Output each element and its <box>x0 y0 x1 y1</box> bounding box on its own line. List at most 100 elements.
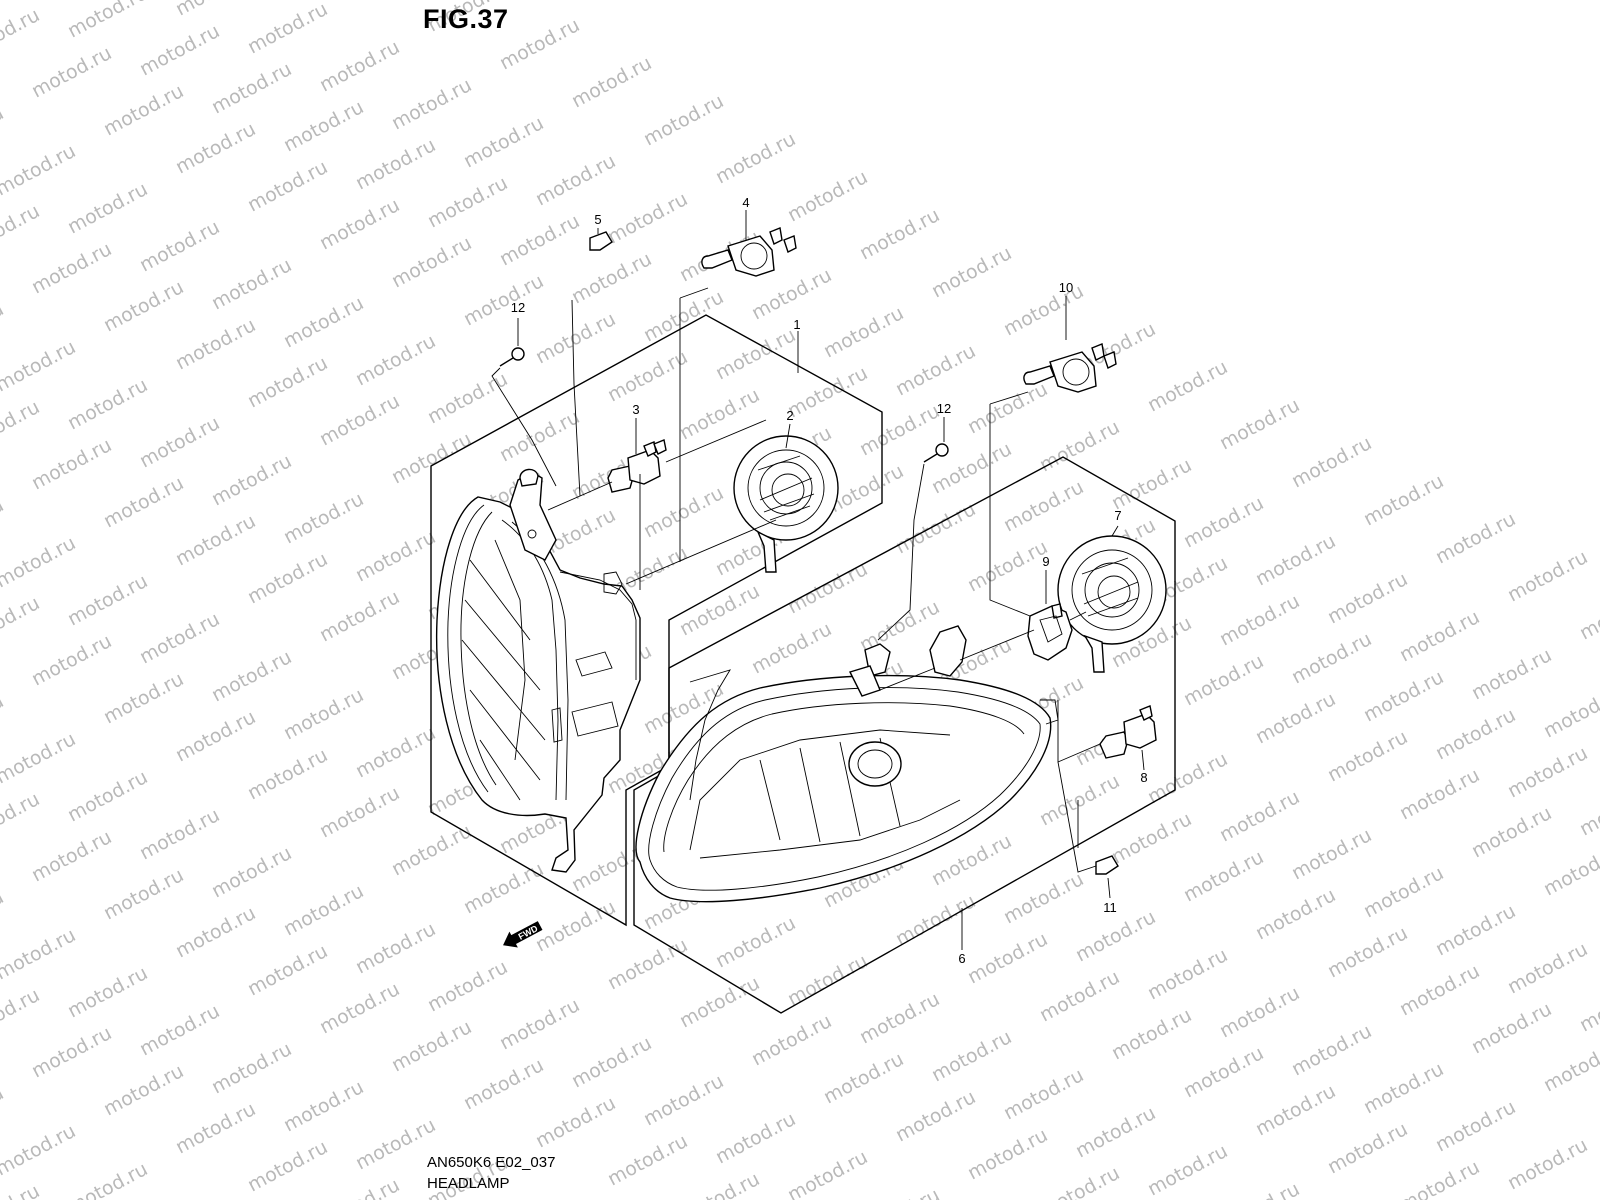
watermark-text: motod.ru <box>712 324 799 384</box>
callout-1: 1 <box>793 317 800 332</box>
watermark-text: motod.ru <box>1396 960 1483 1020</box>
watermark-text: motod.ru <box>316 36 403 96</box>
watermark-text: motod.ru <box>532 150 619 210</box>
watermark-text: motod.ru <box>964 378 1051 438</box>
watermark-text: motod.ru <box>604 188 691 248</box>
watermark-text: motod.ru <box>172 314 259 374</box>
callout-3: 3 <box>632 402 639 417</box>
watermark-text: motod.ru <box>136 804 223 864</box>
callout-12-right: 12 <box>937 401 951 416</box>
watermark-text: motod.ru <box>280 684 367 744</box>
watermark-text: motod.ru <box>676 1168 763 1200</box>
watermark-text: motod.ru <box>856 596 943 656</box>
watermark-text: motod.ru <box>316 782 403 842</box>
watermark-text: motod.ru <box>0 4 43 64</box>
watermark-text: motod.ru <box>892 1086 979 1146</box>
watermark-text: motod.ru <box>0 140 79 200</box>
watermark-text: motod.ru <box>64 1158 151 1200</box>
watermark-text: motod.ru <box>172 902 259 962</box>
watermark-text: motod.ru <box>1108 1004 1195 1064</box>
watermark-text: motod.ru <box>1216 590 1303 650</box>
watermark-text: motod.ru <box>1036 1162 1123 1200</box>
watermark-text: motod.ru <box>676 580 763 640</box>
screw-12-right <box>923 443 949 463</box>
watermark-text: motod.ru <box>856 988 943 1048</box>
watermark-text: motod.ru <box>460 112 547 172</box>
watermark-text: motod.ru <box>0 984 43 1044</box>
watermark-text: motod.ru <box>640 482 727 542</box>
watermark-text: motod.ru <box>676 972 763 1032</box>
watermark-text: motod.ru <box>244 1136 331 1196</box>
callout-11: 11 <box>1103 900 1117 915</box>
watermark-text: motod.ru <box>1360 470 1447 530</box>
watermark-text: motod.ru <box>1252 884 1339 944</box>
watermark-text: motod.ru <box>64 178 151 238</box>
watermark-text: motod.ru <box>748 618 835 678</box>
callout-labels: 1 2 3 4 5 6 7 9 8 10 11 12 12 <box>511 195 1148 966</box>
watermark-text: motod.ru <box>1144 944 1231 1004</box>
watermark-text: motod.ru <box>316 194 403 254</box>
watermark-text: motod.ru <box>784 362 871 422</box>
rubber-cover-7 <box>1057 535 1167 673</box>
watermark-text: motod.ru <box>1432 704 1519 764</box>
watermark-text: motod.ru <box>352 526 439 586</box>
watermark-text: motod.ru <box>0 336 79 396</box>
watermark-text: motod.ru <box>892 498 979 558</box>
watermark-text: motod.ru <box>280 488 367 548</box>
watermark-text: motod.ru <box>280 880 367 940</box>
watermark-text: motod.ru <box>0 1120 79 1180</box>
headlamp-housing-right <box>635 625 1059 903</box>
watermark-text: motod.ru <box>1288 824 1375 884</box>
watermark-text: motod.ru <box>496 210 583 270</box>
watermark-text: motod.ru <box>1216 786 1303 846</box>
watermark-text: motod.ru <box>28 1022 115 1082</box>
watermark-text: motod.ru <box>208 842 295 902</box>
watermark-text: motod.ru <box>1504 1134 1591 1194</box>
watermark-text: motod.ru <box>1216 1178 1303 1200</box>
watermark-text: motod.ru <box>136 20 223 80</box>
watermark-text: motod.ru <box>1000 280 1087 340</box>
watermark-text: motod.ru <box>316 390 403 450</box>
watermark-text: motod.ru <box>1540 840 1600 900</box>
watermark-text: motod.ru <box>1072 906 1159 966</box>
watermark-text: motod.ru <box>1324 1118 1411 1178</box>
watermark-text: motod.ru <box>244 352 331 412</box>
watermark-text: motod.ru <box>1324 922 1411 982</box>
watermark-text: motod.ru <box>460 270 547 330</box>
watermark-text: motod.ru <box>712 128 799 188</box>
watermark-text: motod.ru <box>208 450 295 510</box>
watermark-text: motod.ru <box>0 1180 43 1200</box>
watermark-text: motod.ru <box>496 406 583 466</box>
watermark-text: motod.ru <box>0 532 79 592</box>
watermark-text: motod.ru <box>1576 976 1600 1036</box>
watermark-text: motod.ru <box>1216 982 1303 1042</box>
watermark-text: motod.ru <box>28 238 115 298</box>
watermark-text: motod.ru <box>964 536 1051 596</box>
watermark-text: motod.ru <box>0 0 79 4</box>
watermark-text: motod.ru <box>568 52 655 112</box>
watermark-text: motod.ru <box>1504 742 1591 802</box>
rubber-cover-2 <box>733 435 839 573</box>
watermark-text: motod.ru <box>460 1054 547 1114</box>
watermark-text: motod.ru <box>1540 682 1600 742</box>
watermark-text: motod.ru <box>1252 688 1339 748</box>
figure-title: FIG.37 <box>423 4 509 34</box>
watermark-text: motod.ru <box>280 96 367 156</box>
watermark-text: motod.ru <box>316 1174 403 1200</box>
watermark-text: motod.ru <box>172 0 259 20</box>
watermark-text: motod.ru <box>64 766 151 826</box>
watermark-text: motod.ru <box>316 978 403 1038</box>
watermark-text: motod.ru <box>0 200 43 260</box>
watermark-text: motod.ru <box>1324 726 1411 786</box>
watermark-text: motod.ru <box>532 896 619 956</box>
watermark-text: motod.ru <box>424 172 511 232</box>
watermark-text: motod.ru <box>0 728 79 788</box>
watermark-text: motod.ru <box>424 956 511 1016</box>
watermark-text: motod.ru <box>1468 802 1555 862</box>
watermark-text: motod.ru <box>1576 584 1600 644</box>
watermark-text: motod.ru <box>1396 1156 1483 1200</box>
watermark-text: motod.ru <box>0 102 7 162</box>
watermark-text: motod.ru <box>676 384 763 444</box>
watermark-text: motod.ru <box>136 412 223 472</box>
watermark-text: motod.ru <box>1396 606 1483 666</box>
